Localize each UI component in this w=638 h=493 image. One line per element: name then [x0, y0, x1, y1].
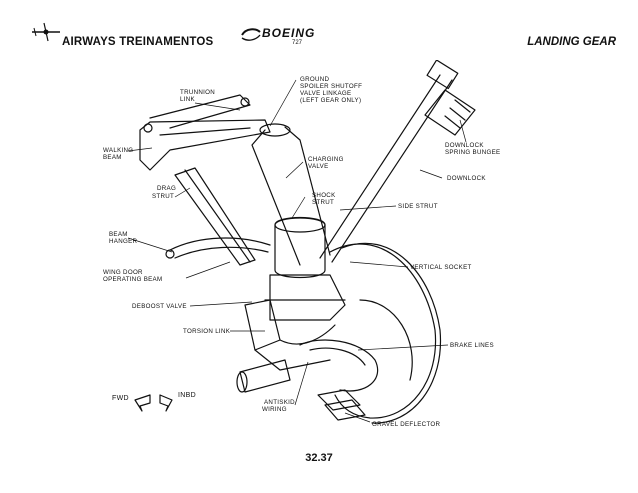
wing-door-label: WING DOOR OPERATING BEAM — [103, 269, 162, 283]
walking-beam-label: WALKING BEAM — [103, 147, 133, 161]
side-strut-shape — [319, 60, 476, 263]
svg-text:STRUT: STRUT — [152, 193, 174, 200]
svg-text:DRAG: DRAG — [157, 185, 176, 192]
wheel-tire — [329, 242, 442, 424]
svg-text:LINK: LINK — [180, 96, 196, 103]
svg-text:TRUNNION: TRUNNION — [180, 89, 215, 96]
inbd-label: INBD — [178, 392, 196, 399]
drag-strut-label: DRAG STRUT — [152, 185, 176, 200]
trunnion-link-label: TRUNNION LINK — [180, 89, 215, 103]
section-title: LANDING GEAR — [527, 36, 616, 48]
inbd-arrow-icon — [159, 394, 173, 412]
svg-text:HANGER: HANGER — [109, 238, 138, 245]
svg-text:OPERATING BEAM: OPERATING BEAM — [103, 276, 162, 283]
torsion-link-label: TORSION LINK — [183, 328, 231, 335]
downlock-label: DOWNLOCK — [447, 175, 486, 182]
gravel-deflector-shape — [317, 389, 366, 421]
beam-hanger-shape — [165, 237, 271, 259]
svg-text:CHARGING: CHARGING — [308, 156, 344, 163]
svg-text:WIRING: WIRING — [262, 406, 287, 413]
svg-text:WING DOOR: WING DOOR — [103, 269, 143, 276]
landing-gear-diagram: TRUNNION LINK GROUND SPOILER SHUTOFF VAL… — [103, 60, 500, 428]
airplane-logo-icon — [32, 22, 60, 42]
svg-text:STRUT: STRUT — [312, 199, 334, 206]
svg-text:SPRING BUNGEE: SPRING BUNGEE — [445, 149, 500, 156]
side-strut-label: SIDE STRUT — [398, 203, 438, 210]
svg-text:VALVE: VALVE — [308, 163, 329, 170]
fwd-arrow-icon — [134, 394, 151, 412]
brand-name: AIRWAYS TREINAMENTOS — [62, 36, 214, 48]
shock-strut-label: SHOCK STRUT — [312, 192, 336, 206]
svg-text:ANTISKID: ANTISKID — [264, 399, 295, 406]
walking-beam-shape — [139, 94, 271, 171]
svg-text:(LEFT GEAR ONLY): (LEFT GEAR ONLY) — [300, 97, 361, 104]
deboost-valve-label: DEBOOST VALVE — [132, 303, 187, 310]
brake-lines-label: BRAKE LINES — [450, 342, 494, 349]
page-number: 32.37 — [305, 452, 333, 464]
svg-text:VALVE LINKAGE: VALVE LINKAGE — [300, 90, 351, 97]
drag-strut-shape — [174, 167, 256, 266]
ground-spoiler-label: GROUND SPOILER SHUTOFF VALVE LINKAGE (LE… — [300, 76, 362, 104]
axle-shape — [236, 339, 379, 393]
gravel-deflector-label: GRAVEL DEFLECTOR — [372, 421, 441, 428]
beam-hanger-label: BEAM HANGER — [109, 231, 138, 245]
boeing-wordmark: BOEING — [262, 26, 316, 40]
svg-text:WALKING: WALKING — [103, 147, 133, 154]
aircraft-model: 727 — [292, 40, 303, 46]
svg-text:BEAM: BEAM — [103, 154, 122, 161]
charging-valve-label: CHARGING VALVE — [308, 156, 344, 170]
svg-text:DOWNLOCK: DOWNLOCK — [445, 142, 484, 149]
svg-text:SPOILER SHUTOFF: SPOILER SHUTOFF — [300, 83, 362, 90]
antiskid-wiring-label: ANTISKID WIRING — [262, 399, 295, 413]
downlock-spring-bungee-label: DOWNLOCK SPRING BUNGEE — [445, 142, 500, 156]
svg-text:GROUND: GROUND — [300, 76, 330, 83]
page-header: AIRWAYS TREINAMENTOS BOEING 727 LANDING … — [0, 0, 638, 60]
svg-text:BEAM: BEAM — [109, 231, 128, 238]
boeing-logo-icon — [241, 28, 261, 41]
torsion-link-shape — [244, 299, 336, 371]
vertical-socket-label: VERTICAL SOCKET — [410, 264, 472, 271]
fwd-label: FWD — [112, 395, 129, 402]
shock-strut-shape — [251, 123, 346, 321]
svg-text:SHOCK: SHOCK — [312, 192, 336, 199]
